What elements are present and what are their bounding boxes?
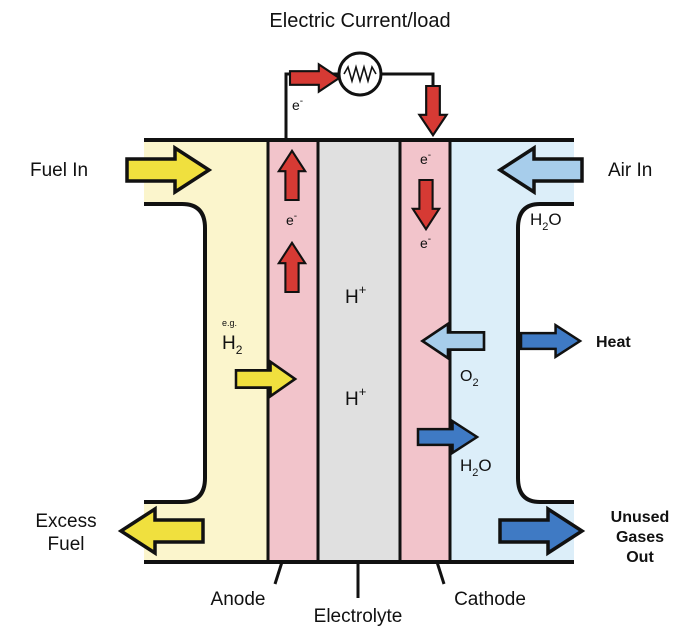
proton-1-charge: + [359,282,367,297]
electron-cathode-bottom-charge: - [428,234,431,245]
hydrogen-label: H2 [222,333,243,357]
electron-circuit-symbol: e [292,97,300,113]
electron-label-cathode-bottom: e- [420,234,431,251]
electrolyte-label: Electrolyte [314,606,403,627]
air-in-label: Air In [608,160,652,181]
cathode-label: Cathode [454,589,526,610]
proton-label-2: H+ [345,384,366,410]
proton-label-1: H+ [345,282,366,308]
water-top-h: H [530,210,542,229]
proton-1-symbol: H [345,287,359,308]
diagram-title: Electric Current/load [269,10,450,32]
air-region [450,140,574,562]
water-bottom-h: H [460,456,472,475]
proton-2-charge: + [359,384,367,399]
label-leaders [273,561,446,598]
unused-gases-label-line2: Gases [616,529,664,546]
electrolyte-layer [316,138,402,564]
electron-label-anode: e- [286,211,297,228]
fuel-in-label: Fuel In [30,160,88,181]
anode-label: Anode [211,589,266,610]
excess-fuel-label-line2: Fuel [48,534,85,555]
water-bottom-o: O [478,456,491,475]
anode-layer [266,138,320,564]
water-bottom-sub: 2 [472,467,478,479]
water-label-top: H2O [530,210,562,233]
electron-circuit-charge: - [300,96,303,107]
eg-label: e.g. [222,318,237,328]
electron-label-cathode-top: e- [420,150,431,167]
oxygen-subscript: 2 [472,377,478,389]
unused-gases-label-line3: Out [626,549,654,566]
electron-cathode-top-charge: - [428,150,431,161]
electron-label-circuit: e- [292,96,303,113]
electron-anode-charge: - [294,211,297,222]
water-label-bottom: H2O [460,456,492,479]
heat-arrow [519,323,582,359]
hydrogen-subscript: 2 [236,343,243,357]
water-top-sub: 2 [542,221,548,233]
resistor-load-icon [337,51,383,97]
oxygen-label: O2 [460,368,479,389]
proton-2-symbol: H [345,389,359,410]
excess-fuel-label-line1: Excess [35,511,96,532]
electron-anode-symbol: e [286,212,294,228]
electron-from-circuit-arrow [418,84,448,137]
electron-cathode-top-symbol: e [420,151,428,167]
oxygen-symbol: O [460,368,472,385]
hydrogen-symbol: H [222,333,236,354]
heat-label: Heat [596,334,631,351]
electron-to-circuit-arrow [288,63,341,93]
unused-gases-label-line1: Unused [611,509,670,526]
electron-cathode-bottom-symbol: e [420,235,428,251]
water-top-o: O [548,210,561,229]
